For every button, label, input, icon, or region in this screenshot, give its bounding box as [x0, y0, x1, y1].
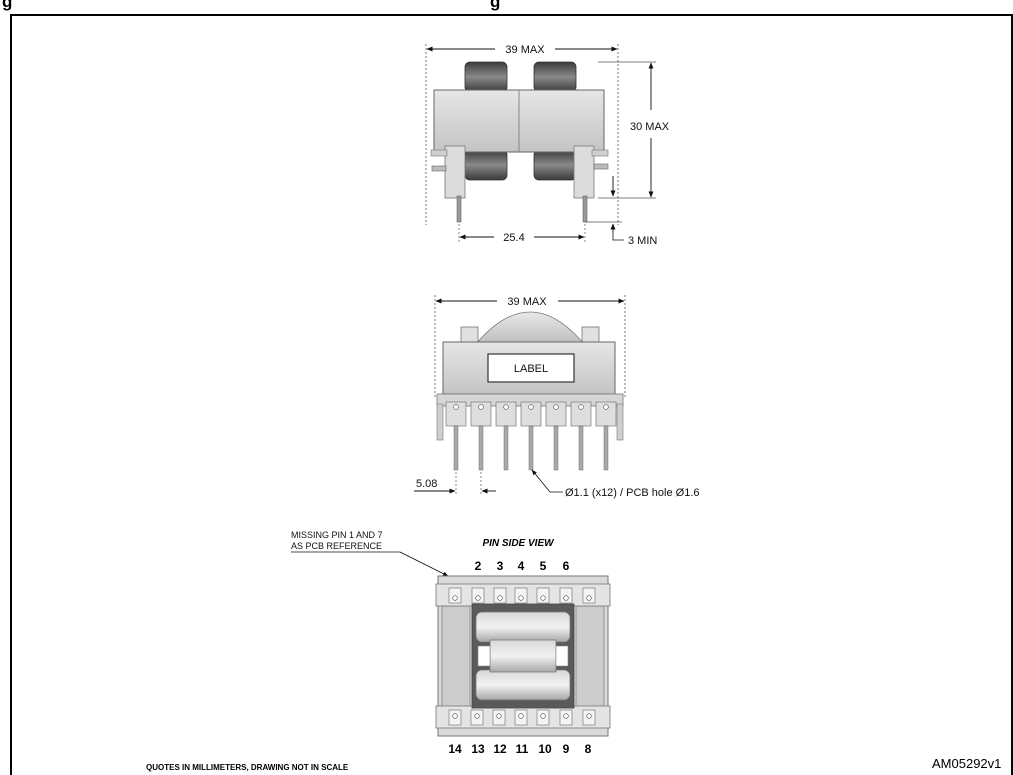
winding-dome [475, 311, 585, 345]
pin-number: 5 [540, 559, 547, 573]
core-side-plate [441, 605, 471, 709]
pin-terminal [520, 401, 542, 471]
figure-title-fragment-right: g [490, 0, 501, 11]
bobbin-post [460, 326, 479, 344]
pin-terminal [495, 401, 517, 471]
pin-min-length-label: 3 MIN [628, 235, 657, 247]
width-dimension-label: 39 MAX [507, 296, 547, 308]
pin-number: 13 [471, 742, 485, 756]
pin-spacing-label: 25.4 [503, 232, 524, 244]
label-text: LABEL [514, 363, 548, 375]
footer-note: QUOTES IN MILLIMETERS, DRAWING NOT IN SC… [146, 763, 349, 772]
height-dimension-label: 30 MAX [630, 121, 670, 133]
core-gap [555, 645, 569, 667]
pin-side-view-group: MISSING PIN 1 AND 7 AS PCB REFERENCE PIN… [291, 530, 611, 756]
min-length-leader [612, 232, 624, 241]
pin-side-view-title: PIN SIDE VIEW [482, 538, 555, 549]
note-leader-arrow [399, 551, 449, 577]
standoff-leg [616, 403, 624, 441]
front-view-group: 39 MAX LABEL [414, 295, 700, 499]
standoff-leg [436, 403, 444, 441]
winding-coil [533, 61, 577, 93]
pin-terminal [470, 401, 492, 471]
figure-title-fragment-left: g [2, 0, 13, 11]
width-dimension-label: 39 MAX [505, 44, 545, 56]
pin-terminal [570, 401, 592, 471]
winding-drum [475, 611, 571, 643]
terminal-pin [582, 195, 588, 223]
pin-number: 9 [563, 742, 570, 756]
missing-pin-note-line2: AS PCB REFERENCE [291, 541, 382, 551]
core-gap [477, 645, 491, 667]
pin-number: 11 [516, 742, 529, 756]
pin-terminal [445, 401, 467, 471]
side-stud [593, 163, 609, 170]
winding-coil [533, 149, 577, 181]
winding-coil [464, 61, 508, 93]
pin-callout-leader [531, 469, 563, 493]
side-stud [431, 165, 447, 172]
pin-number: 3 [497, 559, 504, 573]
terminal-pin [456, 195, 462, 223]
front-pins [445, 401, 617, 471]
pin-number: 2 [475, 559, 482, 573]
pin-number: 12 [493, 742, 507, 756]
bottom-pin-pads [448, 709, 596, 726]
side-view-group: 39 MAX 30 MAX 3 MIN [425, 44, 670, 247]
pin-terminal [545, 401, 567, 471]
pin-number: 6 [563, 559, 570, 573]
figure-frame [10, 14, 1013, 775]
pin-diameter-callout: Ø1.1 (x12) / PCB hole Ø1.6 [565, 487, 700, 499]
drawing-code: AM05292v1 [932, 756, 1001, 771]
bobbin-tab [430, 149, 448, 157]
bobbin-tab [591, 149, 609, 157]
bobbin-flange [573, 145, 595, 199]
figure-title-strip: g g [0, 0, 1013, 14]
label-box [487, 353, 575, 383]
pin-pitch-label: 5.08 [416, 478, 437, 490]
winding-coil [464, 149, 508, 181]
pin-number: 10 [538, 742, 552, 756]
center-leg [489, 639, 557, 673]
pin-number: 14 [448, 742, 462, 756]
missing-pin-note-line1: MISSING PIN 1 AND 7 [291, 530, 383, 540]
core-side-plate [575, 605, 605, 709]
top-pin-pads [448, 587, 596, 604]
winding-drum [475, 669, 571, 701]
pin-number: 4 [518, 559, 525, 573]
pin-number: 8 [585, 742, 592, 756]
pin-terminal [595, 401, 617, 471]
bobbin-flange [444, 145, 466, 199]
bobbin-post [581, 326, 600, 344]
